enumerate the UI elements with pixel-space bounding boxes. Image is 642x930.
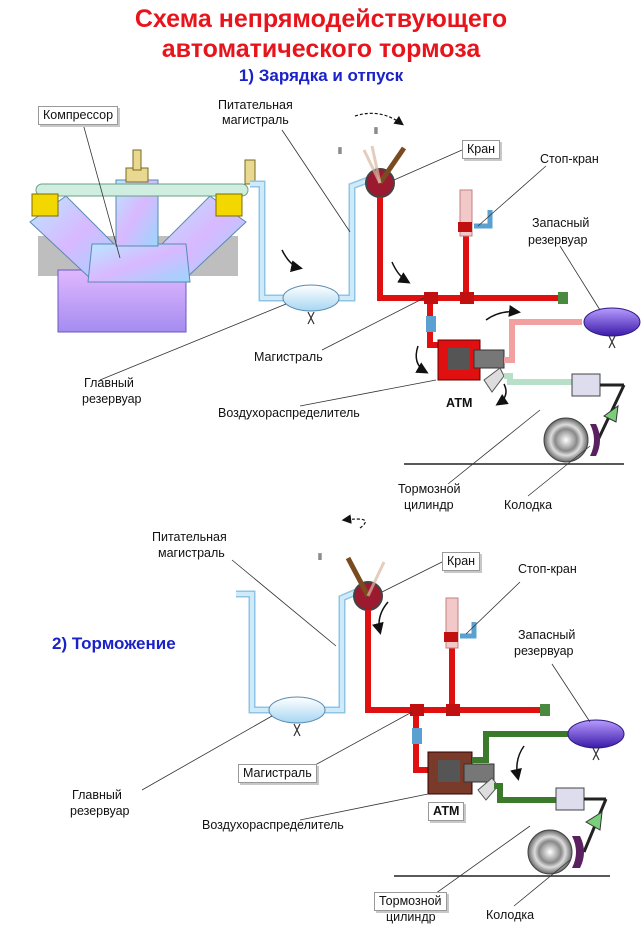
label-reserve-1a: Запасный [532, 216, 590, 230]
label-reserve-1b: резервуар [528, 233, 588, 247]
svg-text:⦀: ⦀ [318, 553, 322, 563]
main-reservoir-tank-2 [268, 696, 326, 724]
label-reserve-2a: Запасный [518, 628, 576, 642]
label-stop-valve-2: Стоп-кран [518, 562, 577, 576]
label-main-line-1: Магистраль [254, 350, 323, 364]
brake-shoe [590, 424, 600, 456]
svg-text:⦀: ⦀ [338, 147, 342, 157]
air-distributor [437, 339, 505, 393]
label-distributor-1: Воздухораспределитель [218, 406, 360, 420]
label-feed-line-1a: Питательная [218, 98, 293, 112]
label-brake-cyl-1a: Тормозной [398, 482, 461, 496]
section2-title: 2) Торможение [52, 634, 176, 653]
label-valve-1: Кран [462, 140, 501, 159]
label-main-res-2a: Главный [72, 788, 122, 802]
label-compressor: Компрессор [38, 106, 119, 125]
label-shoe-2: Колодка [486, 908, 535, 922]
wheel-2 [527, 829, 573, 875]
label-main-res-2b: резервуар [70, 804, 130, 818]
label-brake-cyl-2b: цилиндр [386, 910, 436, 924]
label-reserve-2b: резервуар [514, 644, 574, 658]
label-main-res-1a: Главный [84, 376, 134, 390]
diagram-title-line2: автоматического тормоза [161, 35, 481, 63]
section1-title: 1) Зарядка и отпуск [238, 66, 404, 85]
wheel [543, 417, 589, 463]
reserve-tank-2 [567, 719, 625, 749]
label-brake-cyl-2a: Тормозной [374, 892, 447, 911]
compressor [29, 149, 256, 333]
label-atm-1: АТМ [446, 396, 473, 410]
label-atm-2: АТМ [428, 802, 465, 821]
label-stop-valve-1: Стоп-кран [540, 152, 599, 166]
label-feed-line-1b: магистраль [222, 113, 289, 127]
air-distributor-2 [427, 751, 499, 801]
label-brake-cyl-1b: цилиндр [404, 498, 454, 512]
section1-diagram: ⦀ ⦀ [29, 112, 641, 497]
reserve-tank [583, 307, 641, 337]
label-valve-2: Кран [442, 552, 481, 571]
diagram-title-line1: Схема непрямодействующего [134, 5, 508, 33]
brake-shoe-2 [572, 836, 584, 868]
label-shoe-1: Колодка [504, 498, 553, 512]
label-main-res-1b: резервуар [82, 392, 142, 406]
label-feed-line-2b: магистраль [158, 546, 225, 560]
main-reservoir-tank [282, 284, 340, 312]
brake-cylinder [571, 373, 601, 397]
label-feed-line-2a: Питательная [152, 530, 227, 544]
brake-cylinder-2 [555, 787, 585, 811]
svg-text:⦀: ⦀ [374, 127, 378, 137]
label-main-line-2: Магистраль [238, 764, 317, 783]
section2-diagram: ⦀ [141, 514, 625, 907]
label-distributor-2: Воздухораспределитель [202, 818, 344, 832]
